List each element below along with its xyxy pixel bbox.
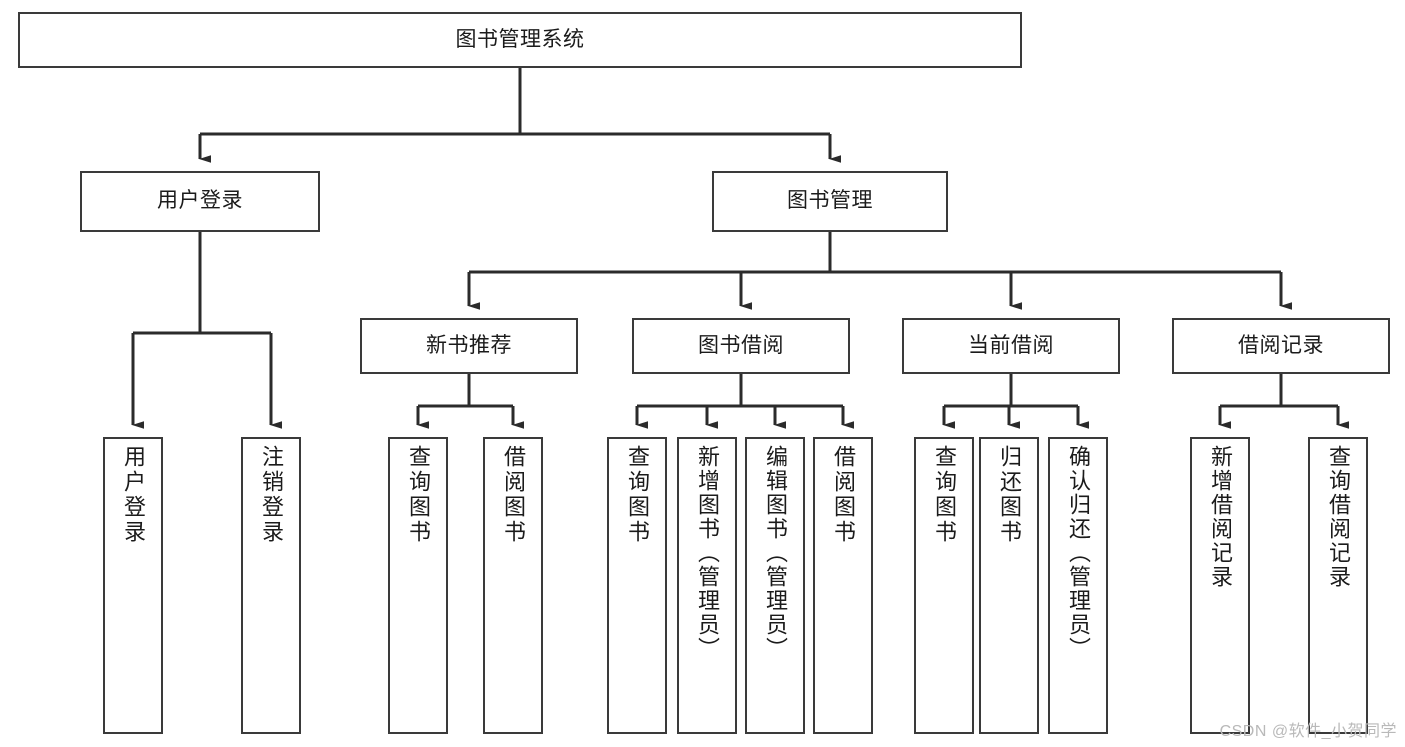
node-label: 用户登录 (121, 445, 146, 545)
node-label: 查询图书 (932, 445, 957, 545)
node-n_borrow[interactable]: 图书借阅 (632, 318, 850, 374)
node-label: 归还图书 (997, 445, 1022, 545)
node-label: 注销登录 (259, 445, 284, 545)
node-l_confirm[interactable]: 确认归还（管理员） (1048, 437, 1108, 734)
node-n_book[interactable]: 图书管理 (712, 171, 948, 232)
node-label: 查询图书 (406, 445, 431, 545)
node-label: 借阅记录 (1238, 333, 1324, 357)
node-l_logout[interactable]: 注销登录 (241, 437, 301, 734)
node-label: 当前借阅 (968, 333, 1054, 357)
node-n_new[interactable]: 新书推荐 (360, 318, 578, 374)
node-n_rec[interactable]: 借阅记录 (1172, 318, 1390, 374)
node-label: 新增图书（管理员） (695, 445, 720, 661)
node-label: 借阅图书 (831, 445, 856, 545)
node-label: 新增借阅记录 (1208, 445, 1233, 589)
node-l_edit[interactable]: 编辑图书（管理员） (745, 437, 805, 734)
node-l_qrec[interactable]: 查询借阅记录 (1308, 437, 1368, 734)
node-l_q3[interactable]: 查询图书 (914, 437, 974, 734)
node-label: 图书管理 (787, 189, 873, 213)
node-l_return[interactable]: 归还图书 (979, 437, 1039, 734)
node-l_q1[interactable]: 查询图书 (388, 437, 448, 734)
node-l_b1[interactable]: 借阅图书 (483, 437, 543, 734)
node-l_add[interactable]: 新增图书（管理员） (677, 437, 737, 734)
node-label: 用户登录 (157, 189, 243, 213)
node-label: 借阅图书 (501, 445, 526, 545)
node-l_b2[interactable]: 借阅图书 (813, 437, 873, 734)
node-label: 查询图书 (625, 445, 650, 545)
node-label: 确认归还（管理员） (1066, 445, 1091, 661)
node-label: 编辑图书（管理员） (763, 445, 788, 661)
csdn-watermark: CSDN @软件_小贺同学 (1219, 723, 1397, 740)
node-label: 查询借阅记录 (1326, 445, 1351, 589)
node-root[interactable]: 图书管理系统 (18, 12, 1022, 68)
node-n_login[interactable]: 用户登录 (80, 171, 320, 232)
node-label: 图书管理系统 (455, 27, 585, 51)
node-n_cur[interactable]: 当前借阅 (902, 318, 1120, 374)
node-l_userlogin[interactable]: 用户登录 (103, 437, 163, 734)
node-label: 新书推荐 (426, 333, 512, 357)
node-l_addrec[interactable]: 新增借阅记录 (1190, 437, 1250, 734)
node-label: 图书借阅 (698, 333, 784, 357)
node-l_q2[interactable]: 查询图书 (607, 437, 667, 734)
